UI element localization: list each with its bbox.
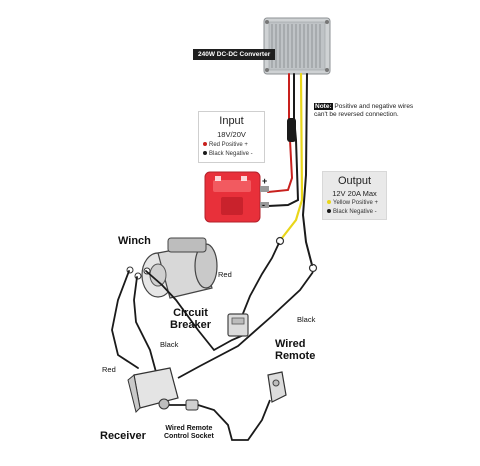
winch — [126, 237, 218, 299]
polarity-note: Note: Positive and negative wires can't … — [314, 103, 413, 119]
red-dot-icon — [203, 142, 207, 147]
wired-remote-label: Wired Remote — [275, 338, 315, 362]
black-wire-label-right: Black — [297, 315, 316, 324]
minus-sign: - — [262, 200, 265, 210]
wired-remote — [197, 371, 287, 441]
output-rating: 12V 20A Max — [332, 189, 377, 198]
yellow-dot-icon — [327, 200, 331, 205]
battery-connector — [204, 171, 269, 223]
wired-remote-label-1: Wired — [275, 338, 306, 350]
output-positive-text: Yellow Positive + — [333, 200, 378, 206]
input-positive-text: Red Positive + — [209, 142, 248, 148]
input-negative-legend: Black Negative - — [203, 151, 253, 157]
converter-tag: 240W DC-DC Converter — [193, 49, 276, 60]
red-wire-label: Red — [218, 270, 232, 279]
circuit-breaker-label-2: Breaker — [170, 319, 211, 331]
input-voltage: 18V/20V — [217, 130, 246, 139]
black-dot-icon — [203, 151, 207, 156]
black-dot-icon — [327, 209, 331, 214]
input-positive-legend: Red Positive + — [203, 142, 248, 148]
input-title: Input — [219, 115, 244, 127]
receiver-label: Receiver — [100, 430, 146, 442]
circuit-breaker-label: Circuit Breaker — [170, 307, 211, 331]
dc-dc-converter — [263, 17, 331, 75]
circuit-breaker — [227, 313, 249, 337]
note-text-2: can't be reversed connection. — [314, 111, 399, 118]
converter-wires — [267, 72, 313, 266]
output-positive-legend: Yellow Positive + — [327, 200, 378, 206]
control-socket-label: Wired Remote Control Socket — [164, 425, 214, 441]
input-box: Input 18V/20V Red Positive + Black Negat… — [198, 111, 265, 163]
note-text-1: Positive and negative wires — [334, 103, 414, 110]
output-negative-legend: Black Negative - — [327, 209, 377, 215]
black-wire-label-mid: Black — [160, 340, 179, 349]
red-wire-label-left: Red — [102, 365, 116, 374]
note-label: Note: — [314, 103, 333, 110]
winch-wires — [111, 270, 247, 373]
red-wire-to-breaker — [241, 242, 280, 317]
input-negative-text: Black Negative - — [209, 151, 253, 157]
circuit-breaker-label-1: Circuit — [173, 307, 208, 319]
control-socket-label-2: Control Socket — [164, 433, 214, 440]
output-negative-text: Black Negative - — [333, 209, 377, 215]
output-title: Output — [337, 175, 372, 187]
receiver — [127, 367, 179, 413]
winch-label: Winch — [118, 235, 151, 247]
control-socket-label-1: Wired Remote — [165, 425, 213, 432]
wired-remote-label-2: Remote — [275, 350, 316, 362]
plus-sign: + — [262, 176, 268, 186]
output-box: Output 12V 20A Max Yellow Positive + Bla… — [322, 171, 387, 220]
black-wire-to-receiver — [177, 271, 314, 379]
